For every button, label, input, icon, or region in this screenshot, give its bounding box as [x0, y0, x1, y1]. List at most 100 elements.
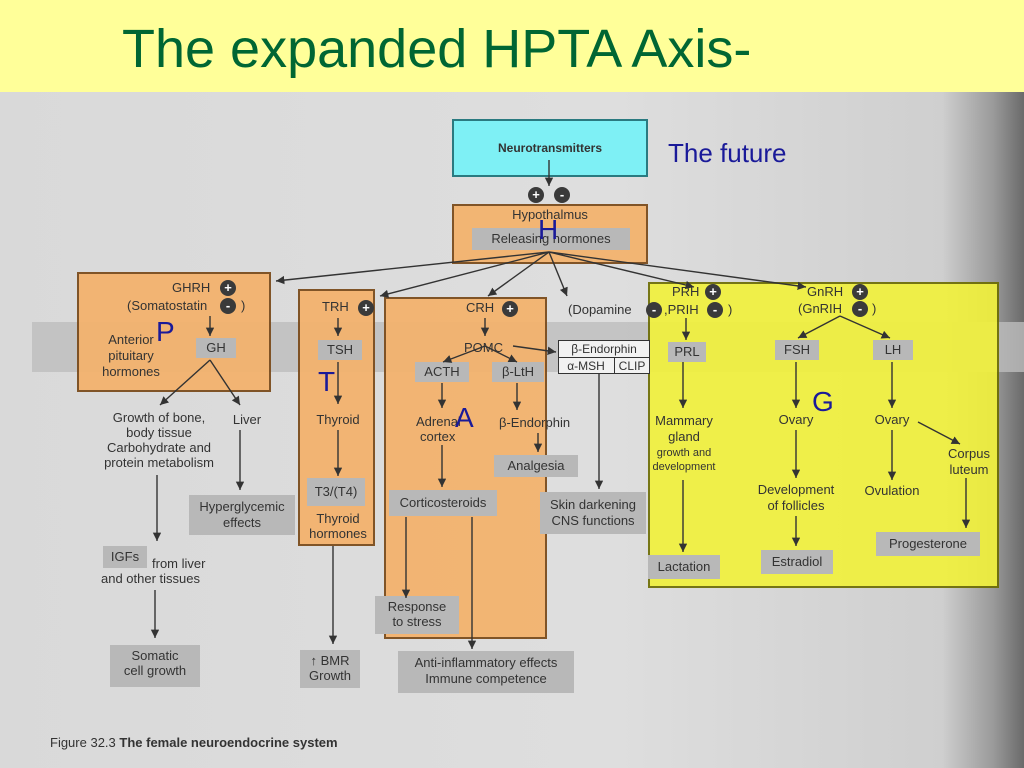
analgesia-box — [494, 455, 578, 477]
letter-a: A — [455, 402, 474, 433]
from-liver-line-2: and other tissues — [101, 571, 201, 586]
bmr-line-2: Growth — [309, 668, 351, 683]
estradiol-box — [761, 550, 833, 574]
fsh-label: FSH — [784, 342, 810, 357]
progesterone-box — [876, 532, 980, 556]
crh-label: CRH — [466, 300, 495, 315]
arrow-h-trh — [379, 251, 550, 298]
b-endorphin-label: β-Endorphin — [499, 415, 571, 430]
title-band — [0, 0, 1024, 92]
hypothalmus-label: Hypothalmus — [512, 207, 588, 222]
arrow-gnrh-fsh — [797, 315, 841, 339]
ovulation-label: Ovulation — [864, 483, 920, 498]
somatic-box — [110, 645, 200, 687]
somatic-line-2: cell growth — [123, 663, 187, 678]
mammary-line-2: gland — [668, 429, 700, 444]
trh-plus-icon: + — [358, 300, 374, 316]
p-region-box — [77, 272, 271, 392]
prih-label: ,PRIH — [664, 302, 699, 317]
ghrh-plus-icon: + — [220, 280, 236, 296]
adrenal-line-2: cortex — [420, 429, 456, 444]
figure-title: The female neuroendocrine system — [119, 735, 338, 750]
igfs-box — [103, 546, 147, 568]
skin-darkening-line-2: CNS functions — [551, 513, 635, 528]
gh-label: GH — [206, 340, 226, 355]
t3t4-box — [307, 478, 365, 506]
anterior-pituitary-line-2: pituitary — [108, 348, 154, 363]
anti-inflammatory-box — [398, 651, 574, 693]
somatostatin-minus-icon: - — [220, 298, 236, 314]
gnrih-close-paren: ) — [872, 301, 877, 316]
trh-label: TRH — [322, 299, 349, 314]
bmr-line-1: ↑ BMR — [310, 653, 350, 668]
skin-darkening-box — [540, 492, 646, 534]
skin-darkening-line-1: Skin darkening — [550, 497, 636, 512]
b-lth-box — [492, 362, 544, 382]
growth-bone-line-4: protein metabolism — [104, 455, 214, 470]
thyroid-label: Thyroid — [316, 412, 360, 427]
releasing-hormones-box — [472, 228, 630, 250]
arrow-h-ghrh — [275, 251, 550, 285]
gh-box — [196, 338, 236, 358]
gnrh-plus-icon: + — [852, 284, 868, 300]
releasing-hormones-label: Releasing hormones — [491, 231, 611, 246]
development-line-1: Development — [757, 482, 835, 497]
dopamine-label: (Dopamine — [568, 302, 632, 317]
clip-label: CLIP — [618, 359, 646, 373]
prh-label: PRH — [672, 284, 700, 299]
hyperglycemic-box — [189, 495, 295, 535]
arrow-h-dopamine — [548, 251, 568, 297]
acth-box — [415, 362, 469, 382]
arrow-h-prh — [548, 251, 695, 290]
plus-sign-icon: + — [528, 187, 544, 203]
somatic-line-1: Somatic — [131, 648, 179, 663]
pomc-label: POMC — [464, 340, 503, 355]
somatostatin-label: (Somatostatin — [127, 298, 208, 313]
figure-caption: Figure 32.3 The female neuroendocrine sy… — [50, 735, 338, 750]
response-stress-box — [375, 596, 459, 634]
neurotransmitters-box — [452, 119, 648, 177]
arrow-pomc-blth — [484, 345, 518, 363]
arrow-gnrh-lh — [839, 315, 891, 339]
t3t4-label: T3/(T4) — [314, 484, 358, 499]
igfs-label: IGFs — [110, 549, 140, 564]
letter-t: T — [318, 366, 336, 397]
b-endorphin-box-label: β-Endorphin — [571, 342, 637, 356]
arrow-gh-liver — [209, 359, 241, 406]
from-liver-line-1: from liver — [152, 556, 206, 571]
growth-bone-line-1: Growth of bone, — [112, 410, 206, 425]
tsh-label: TSH — [327, 342, 353, 357]
slide-title: The expanded HPTA Axis- — [122, 19, 752, 79]
response-line-2: to stress — [392, 614, 442, 629]
thyroid-hormones-line-1: Thyroid — [316, 511, 360, 526]
acth-label: ACTH — [424, 364, 460, 379]
crh-plus-icon: + — [502, 301, 518, 317]
bmr-box — [300, 650, 360, 688]
minus-sign-icon: - — [554, 187, 570, 203]
lh-label: LH — [884, 342, 902, 357]
ovary-fsh-label: Ovary — [778, 412, 814, 427]
gnrih-label: (GnRIH — [798, 301, 843, 316]
liver-label: Liver — [232, 412, 262, 427]
hyperglycemic-line-1: Hyperglycemic — [199, 499, 285, 514]
corpus-line-2: luteum — [949, 462, 989, 477]
thyroid-hormones-line-2: hormones — [309, 526, 367, 541]
letter-h: H — [538, 214, 559, 245]
letter-g: G — [812, 386, 834, 417]
tsh-box — [318, 340, 362, 360]
neurotransmitters-label: Neurotransmitters — [497, 141, 603, 155]
mammary-line-3: growth and — [656, 447, 712, 459]
arrow-h-gnrh — [548, 251, 807, 291]
anti-inflammatory-line-2: Immune competence — [425, 671, 547, 686]
progesterone-label: Progesterone — [888, 536, 968, 551]
future-label: The future — [668, 138, 787, 168]
estradiol-label: Estradiol — [771, 554, 823, 569]
analgesia-label: Analgesia — [507, 458, 565, 473]
gnrh-label: GnRH — [807, 284, 844, 299]
figure-number: Figure 32.3 — [50, 735, 116, 750]
growth-bone-line-3: Carbohydrate and — [106, 440, 212, 455]
lactation-label: Lactation — [657, 559, 711, 574]
development-line-2: of follicles — [767, 498, 825, 513]
dopamine-minus-icon: - — [646, 302, 662, 318]
